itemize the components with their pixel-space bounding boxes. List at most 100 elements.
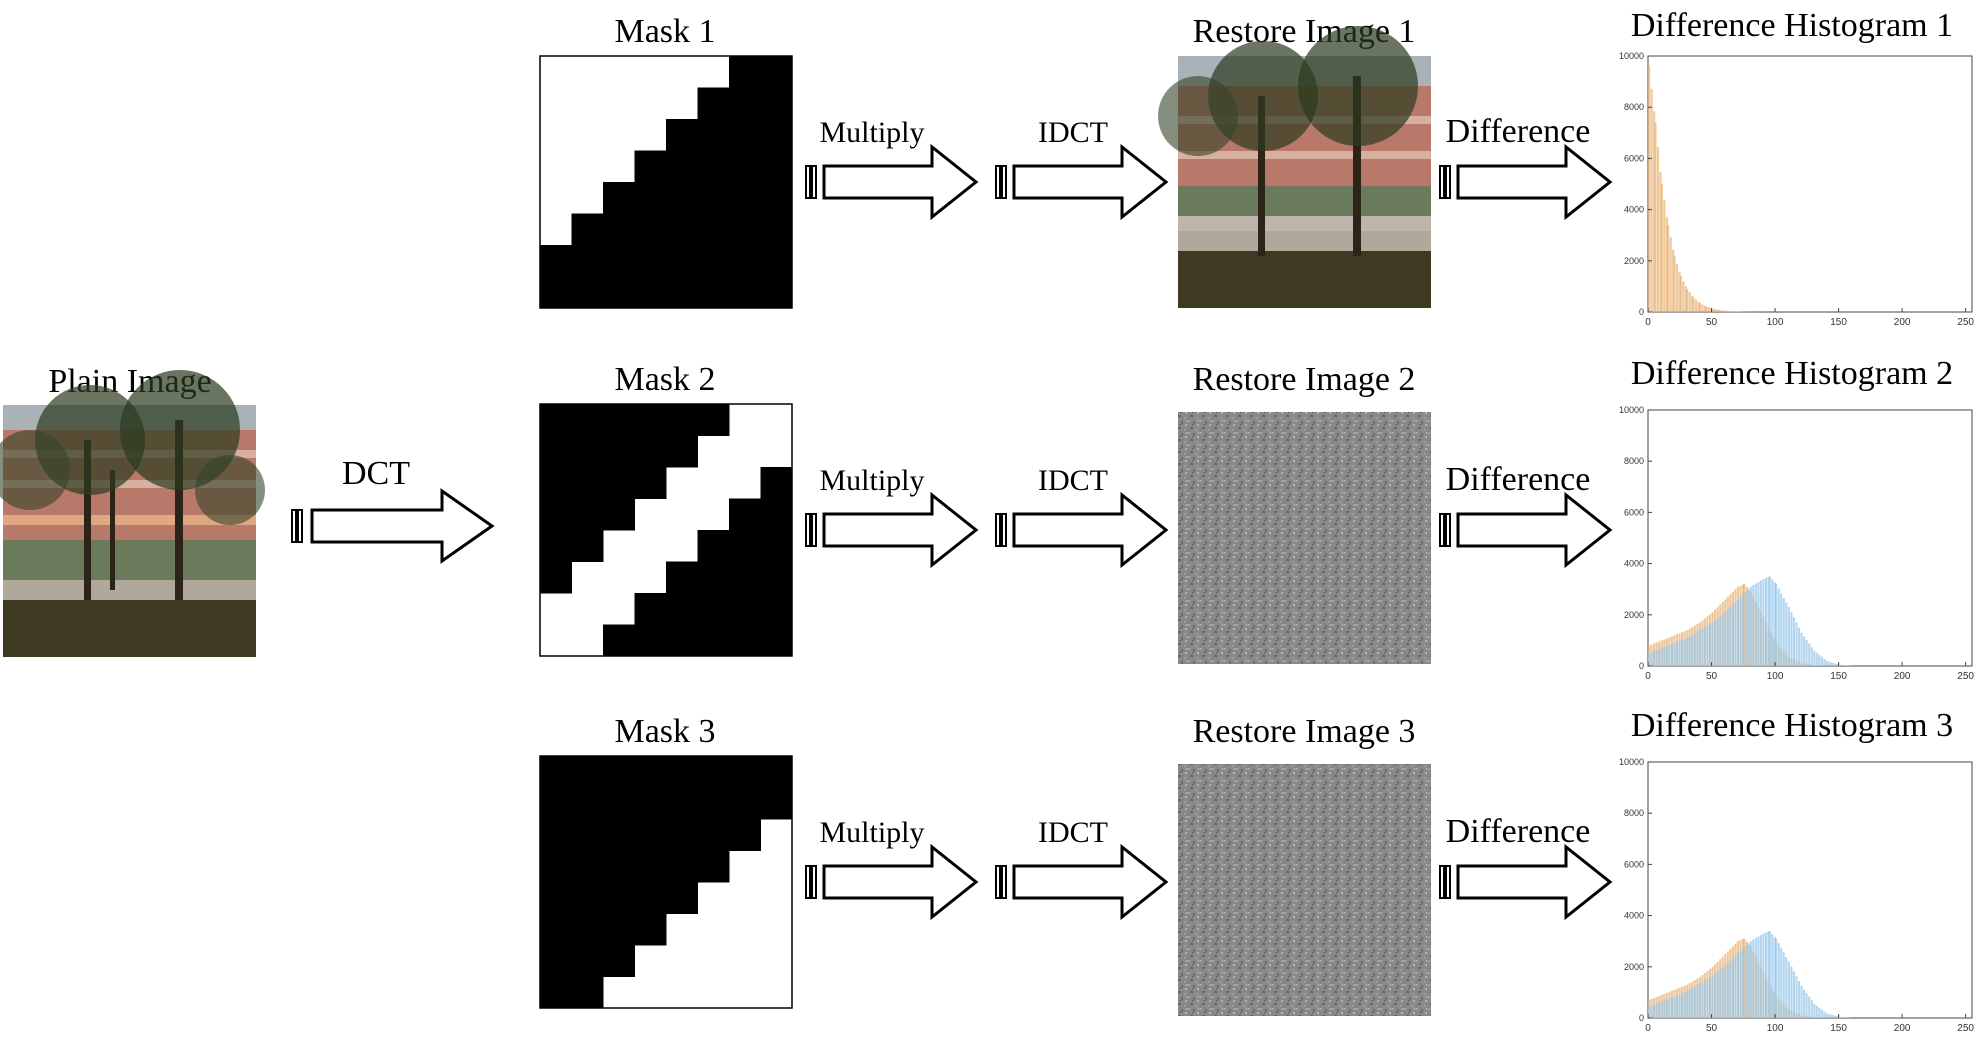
histogram-bar [1717,309,1721,312]
histogram-bar [1663,1000,1666,1018]
histogram-bar [1805,639,1808,666]
x-tick-label: 0 [1645,317,1651,328]
x-tick-label: 100 [1767,317,1784,328]
histogram-bar [1797,981,1801,1018]
histogram-bar [1658,649,1661,666]
histogram-bar [1782,952,1785,1018]
histogram-bar [1698,303,1701,312]
multiply-label: Multiply [819,816,924,849]
histogram-bar [1800,986,1803,1018]
y-tick-label: 6000 [1624,153,1644,163]
histogram-bar [1734,602,1737,666]
histogram-bar [1670,643,1674,666]
y-tick-label: 2000 [1624,962,1644,972]
histogram-bar [1721,614,1724,666]
histogram-bar [1790,966,1793,1018]
histogram-bar [1833,1015,1836,1018]
histogram-bar [1660,648,1663,666]
histogram-bar [1719,616,1722,666]
histogram-bar [1733,311,1736,312]
histogram-bar [1790,612,1793,666]
histogram-bar [1825,660,1829,666]
histogram-bar [1686,637,1689,666]
histogram-bar [1731,604,1734,666]
histogram-bar [1663,200,1666,312]
histogram-bar [1672,249,1675,312]
histogram-bar [1714,620,1717,666]
histogram-bar [1795,976,1798,1018]
histogram-bar [1743,938,1746,1018]
histogram-bar [1686,991,1689,1018]
histogram-bar [1808,643,1811,666]
histogram-bar [1742,594,1745,666]
histogram-bar [1719,969,1722,1018]
histogram-bar [1695,299,1698,312]
restore-image [1158,26,1431,308]
histogram-bar [1744,591,1747,666]
y-tick-label: 8000 [1624,808,1644,818]
multiply-arrow-icon [805,843,979,921]
histogram-bar [1815,1005,1818,1018]
mask-title: Mask 2 [614,361,715,398]
difference-label: Difference [1446,813,1591,850]
histogram-bar [1833,663,1836,666]
x-tick-label: 200 [1894,671,1911,682]
histogram-bar [1724,965,1727,1018]
histogram-bar [1745,587,1748,666]
histogram-bar [1795,622,1798,666]
histogram-bar [1665,999,1668,1018]
histogram-bar [1714,309,1717,312]
histogram-bar [1782,597,1785,666]
histogram-bar [1823,1011,1826,1018]
histogram-bar [1688,989,1691,1018]
histogram-bar [1726,609,1729,666]
histogram-bar [1655,650,1658,666]
histogram-bar [1780,593,1783,666]
histogram-bar [1696,631,1699,666]
mask-image [539,755,793,1009]
histogram-bar [1688,292,1691,312]
x-tick-label: 200 [1894,1023,1911,1034]
difference-label: Difference [1446,113,1591,150]
histogram-bar [1707,307,1710,312]
restore-title: Restore Image 3 [1193,713,1416,750]
y-tick-label: 2000 [1624,610,1644,620]
histogram-bar [1698,983,1701,1018]
histogram-bar [1653,111,1656,313]
histogram-bar [1708,977,1712,1018]
histogram-bar [1675,641,1679,666]
histogram-bar [1813,1003,1816,1018]
histogram-bar [1773,582,1776,666]
histogram-bar [1757,936,1760,1018]
histogram-bar [1703,627,1707,666]
histogram-bar [1747,589,1750,666]
histogram-bar [1730,311,1733,312]
histogram-bar [1729,311,1732,312]
idct-arrow-icon [995,491,1169,569]
histogram-bar [1749,586,1752,666]
histogram-bar [1711,622,1714,666]
histogram-bar [1777,943,1780,1018]
plain-image-photo [0,370,265,657]
histogram-bar [1787,961,1790,1018]
histogram-bar [1736,952,1740,1018]
histogram-bar [1742,948,1745,1018]
histogram-bar [1810,647,1813,666]
histogram-bar [1706,625,1709,666]
histogram-bar [1691,295,1694,312]
histogram-bar [1808,996,1811,1018]
histogram-bar [1747,943,1750,1018]
histogram-bar [1703,980,1707,1018]
histogram-bar [1650,652,1653,666]
idct-label: IDCT [1038,464,1108,497]
histogram-title: Difference Histogram 2 [1631,355,1953,392]
histogram-bar [1820,1009,1823,1018]
histogram-bar [1803,636,1806,666]
mask-title: Mask 1 [614,13,715,50]
histogram-bar [1660,1001,1663,1018]
y-tick-label: 0 [1639,307,1644,317]
